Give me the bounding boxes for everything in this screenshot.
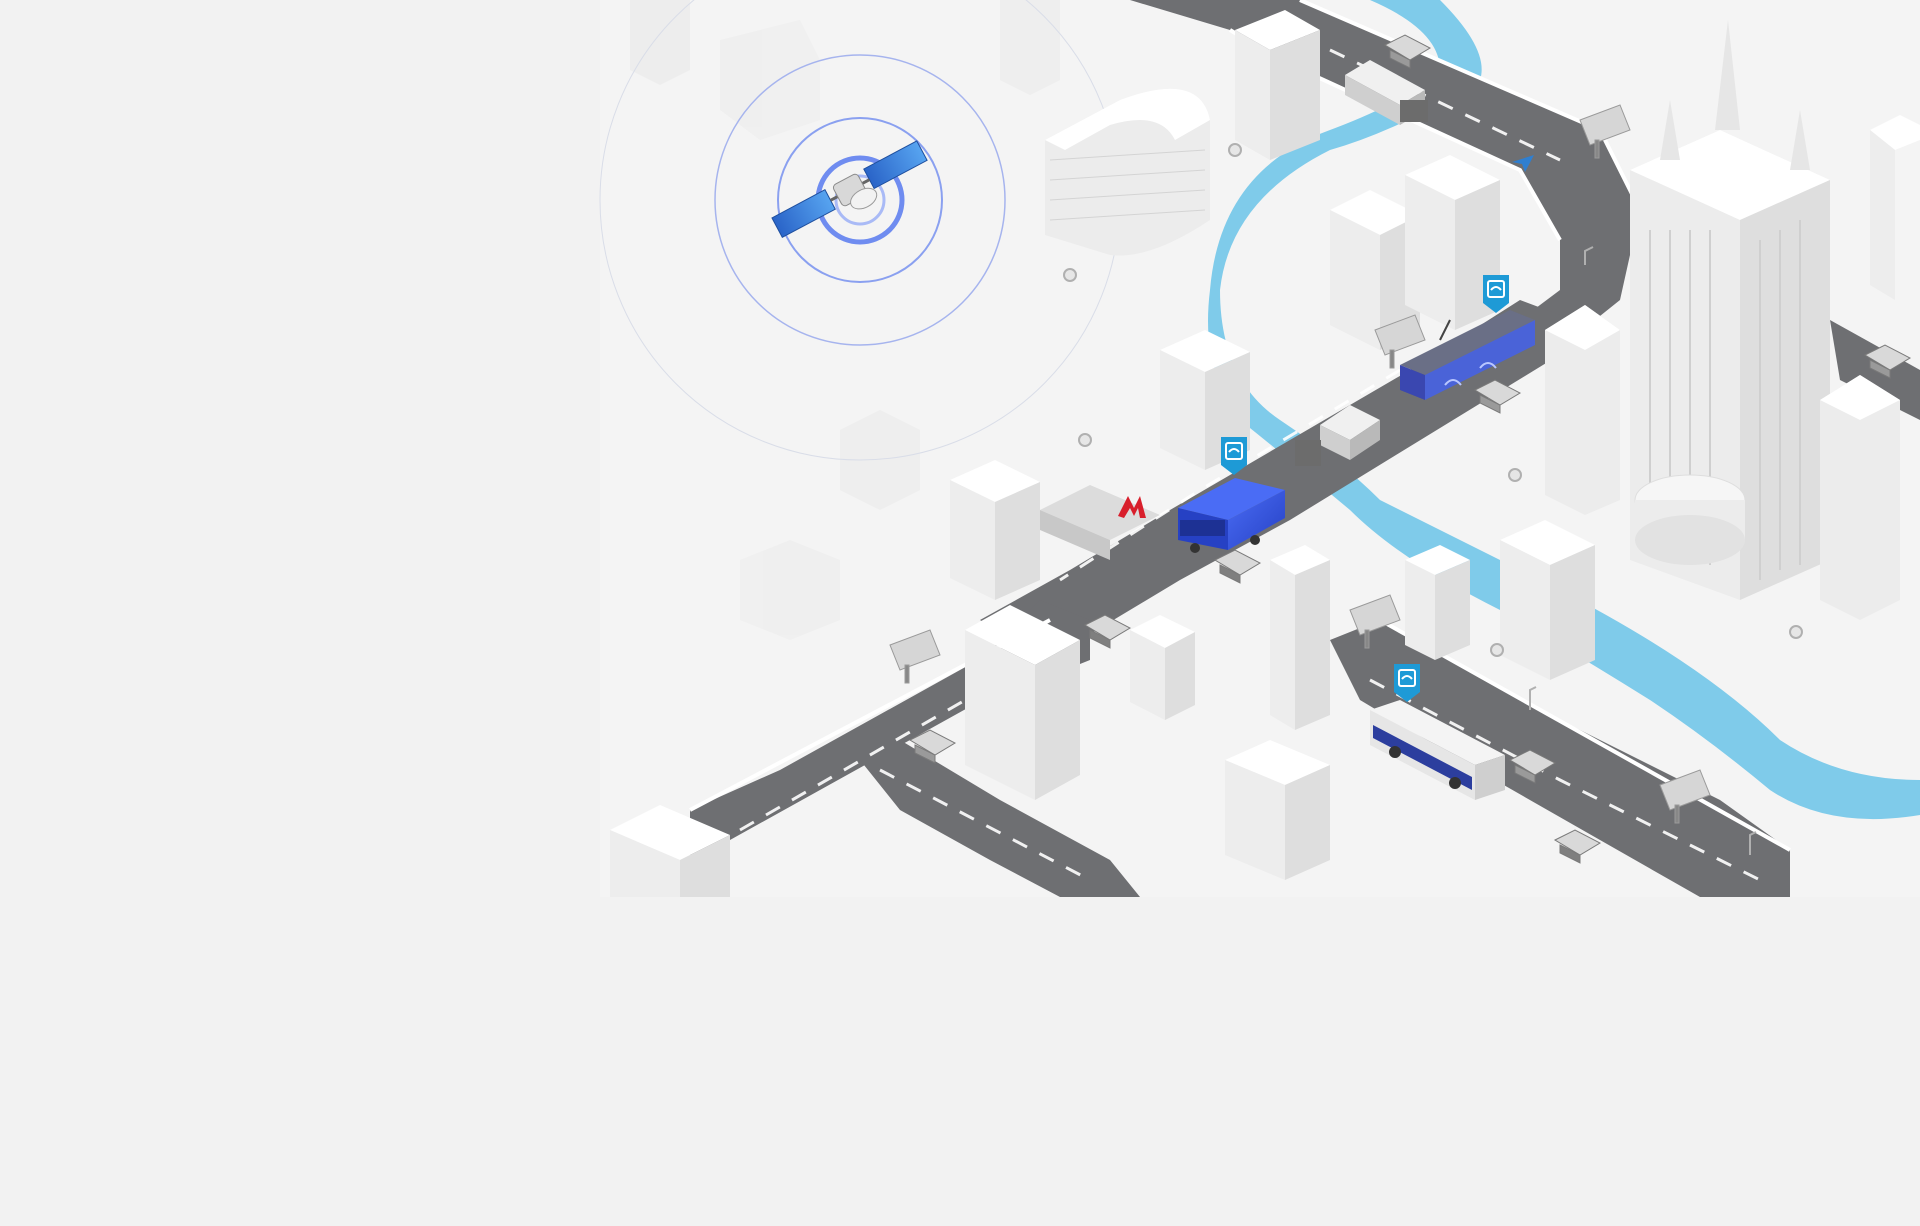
- building-h: [1270, 545, 1330, 730]
- car-6: [1508, 749, 1557, 784]
- tram: [1400, 310, 1535, 400]
- city-bus: [1370, 700, 1505, 800]
- car-1: [1383, 34, 1432, 69]
- building-j: [1405, 545, 1470, 660]
- building-l: [1225, 740, 1330, 880]
- building-m: [1870, 115, 1920, 300]
- skyscraper-cluster: [1545, 20, 1900, 620]
- bus-stop-5: [1659, 769, 1711, 824]
- truck-middle: [1295, 405, 1380, 466]
- navigation-arrow-icon: [1512, 155, 1534, 172]
- truck-top: [1345, 60, 1428, 125]
- coach-bus: [1178, 478, 1285, 553]
- wifi-tag-tram: [1483, 275, 1509, 313]
- bus-stop-1: [1579, 104, 1631, 159]
- car-3: [1213, 549, 1262, 584]
- lower-background: [0, 897, 1920, 1226]
- satellite-icon: [771, 140, 928, 239]
- metro-m-icon: [1118, 496, 1146, 518]
- building-f: [965, 605, 1080, 800]
- building-g: [1130, 615, 1195, 720]
- cars: [908, 34, 1912, 864]
- background-buildings: [630, 0, 1060, 640]
- round-building: [1045, 88, 1210, 256]
- building-e: [950, 460, 1040, 600]
- street-decor: [1063, 143, 1803, 855]
- car-2: [1473, 379, 1522, 414]
- car-4: [1083, 614, 1132, 649]
- building-i: [1500, 520, 1595, 680]
- building-k: [610, 805, 730, 897]
- car-7: [1553, 829, 1602, 864]
- wifi-tag-bus: [1394, 664, 1420, 702]
- white-buildings: [610, 10, 1920, 897]
- bus-stop-2: [1374, 314, 1426, 369]
- metro-entrance: [1040, 485, 1160, 560]
- bus-stop-4: [1349, 594, 1401, 649]
- car-8: [1863, 344, 1912, 379]
- bus-stop-3: [889, 629, 941, 684]
- car-5: [908, 729, 957, 764]
- wifi-tag-icon: [1221, 275, 1509, 702]
- building-a: [1235, 10, 1320, 160]
- wifi-tag-coach: [1221, 437, 1247, 475]
- bus-stops: [889, 104, 1711, 824]
